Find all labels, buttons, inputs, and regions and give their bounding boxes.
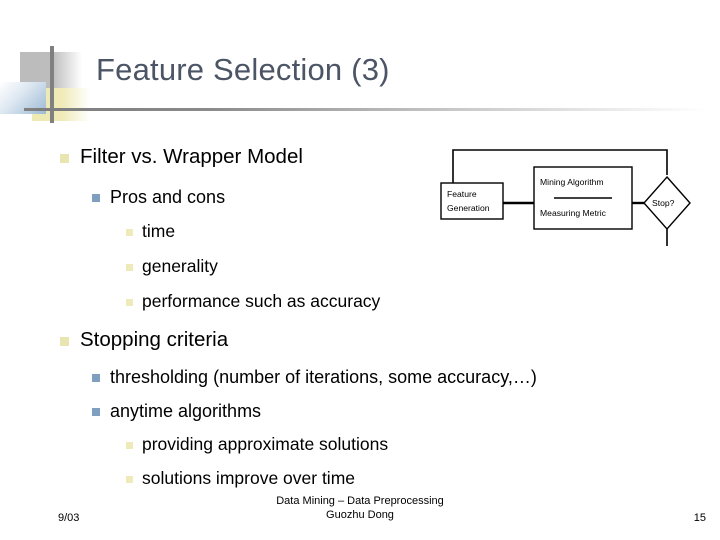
slide-title: Feature Selection (3) bbox=[96, 52, 390, 87]
feature-selection-process-diagram: Feature Generation Mining Algorithm Meas… bbox=[435, 145, 710, 250]
bullet-text: anytime algorithms bbox=[110, 401, 262, 421]
footer-author-line: Guozhu Dong bbox=[326, 509, 394, 521]
slide-decoration bbox=[0, 0, 230, 140]
list-item[interactable]: time bbox=[126, 221, 175, 242]
diagram-label-feature-generation-line2: Generation bbox=[447, 203, 490, 213]
list-item[interactable]: generality bbox=[126, 256, 218, 277]
bullet-text: Stopping criteria bbox=[80, 328, 229, 351]
footer-date: 9/03 bbox=[58, 512, 80, 524]
bullet-marker-level3 bbox=[126, 229, 133, 236]
list-item[interactable]: anytime algorithms bbox=[92, 400, 261, 422]
list-item[interactable]: providing approximate solutions bbox=[126, 434, 388, 455]
diagram-label-measuring-metric: Measuring Metric bbox=[540, 208, 607, 218]
bullet-text: time bbox=[142, 221, 176, 241]
bullet-marker-level3 bbox=[126, 299, 133, 306]
bullet-text: solutions improve over time bbox=[142, 468, 355, 488]
list-item[interactable]: Filter vs. Wrapper Model bbox=[60, 145, 303, 169]
title-divider-rule bbox=[36, 108, 720, 111]
footer-page-number: 15 bbox=[693, 512, 706, 524]
bullet-text: generality bbox=[142, 256, 218, 276]
bullet-text: Filter vs. Wrapper Model bbox=[80, 145, 303, 168]
diagram-label-stop-decision: Stop? bbox=[652, 198, 675, 208]
diagram-label-mining-algorithm: Mining Algorithm bbox=[540, 177, 604, 187]
bullet-text: providing approximate solutions bbox=[142, 434, 389, 454]
bullet-marker-level2 bbox=[92, 408, 100, 416]
bullet-marker-level3 bbox=[126, 442, 133, 449]
bullet-marker-level2 bbox=[92, 194, 100, 202]
diagram-label-feature-generation-line1: Feature bbox=[447, 189, 477, 199]
bullet-marker-level1 bbox=[60, 337, 69, 346]
bullet-text: Pros and cons bbox=[110, 187, 226, 207]
list-item[interactable]: solutions improve over time bbox=[126, 468, 355, 489]
bullet-text: thresholding (number of iterations, some… bbox=[110, 367, 537, 387]
footer-course-line1: Data Mining – Data Preprocessing bbox=[276, 495, 444, 507]
bullet-marker-level3 bbox=[126, 264, 133, 271]
bullet-marker-level3 bbox=[126, 476, 133, 483]
list-item[interactable]: Stopping criteria bbox=[60, 328, 228, 352]
bullet-marker-level1 bbox=[60, 154, 69, 163]
bullet-text: performance such as accuracy bbox=[142, 291, 381, 311]
list-item[interactable]: performance such as accuracy bbox=[126, 291, 380, 312]
decoration-vertical-line bbox=[50, 46, 54, 123]
bullet-marker-level2 bbox=[92, 374, 100, 382]
footer-course-info: Data Mining – Data Preprocessing Guozhu … bbox=[0, 494, 720, 522]
list-item[interactable]: Pros and cons bbox=[92, 186, 225, 208]
list-item[interactable]: thresholding (number of iterations, some… bbox=[92, 366, 537, 388]
